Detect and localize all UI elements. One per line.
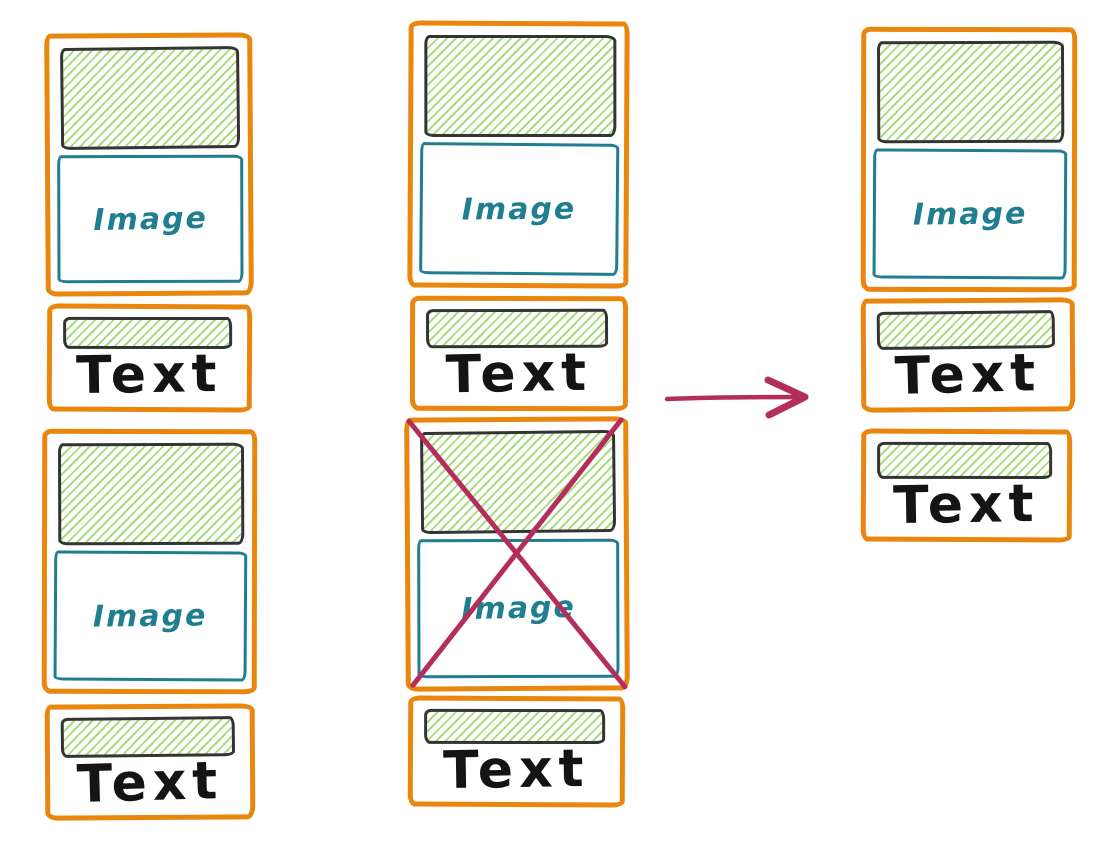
card-image: Image: [44, 32, 254, 297]
card-image: Image: [407, 20, 630, 289]
image-label: Image: [92, 200, 208, 238]
card-text: Text: [407, 695, 626, 808]
card-image-crossed-out: Image: [404, 416, 630, 691]
card-text: Text: [46, 303, 253, 413]
hatched-placeholder: [57, 442, 245, 546]
text-label: Text: [442, 738, 590, 802]
image-box: Image: [53, 550, 248, 682]
text-label: Text: [76, 751, 224, 815]
hatched-placeholder: [60, 45, 241, 151]
image-box: Image: [872, 148, 1068, 280]
image-box: Image: [417, 538, 620, 679]
hatched-placeholder: [424, 35, 617, 138]
card-text: Text: [860, 428, 1073, 543]
hatched-placeholder: [419, 429, 617, 535]
text-label: Text: [894, 343, 1042, 407]
text-label: Text: [892, 473, 1040, 537]
image-label: Image: [912, 195, 1028, 233]
card-image: Image: [860, 26, 1078, 293]
image-box: Image: [419, 142, 620, 276]
card-text: Text: [860, 297, 1076, 413]
image-label: Image: [460, 589, 576, 628]
card-text: Text: [44, 703, 256, 821]
card-text: Text: [409, 295, 629, 412]
image-label: Image: [461, 191, 577, 228]
image-label: Image: [92, 597, 208, 635]
card-image: Image: [41, 428, 258, 695]
text-label: Text: [445, 342, 593, 406]
image-box: Image: [57, 154, 244, 284]
text-label: Text: [75, 343, 223, 407]
flow-arrow-right-icon: [664, 376, 809, 419]
hatched-placeholder: [876, 40, 1065, 144]
